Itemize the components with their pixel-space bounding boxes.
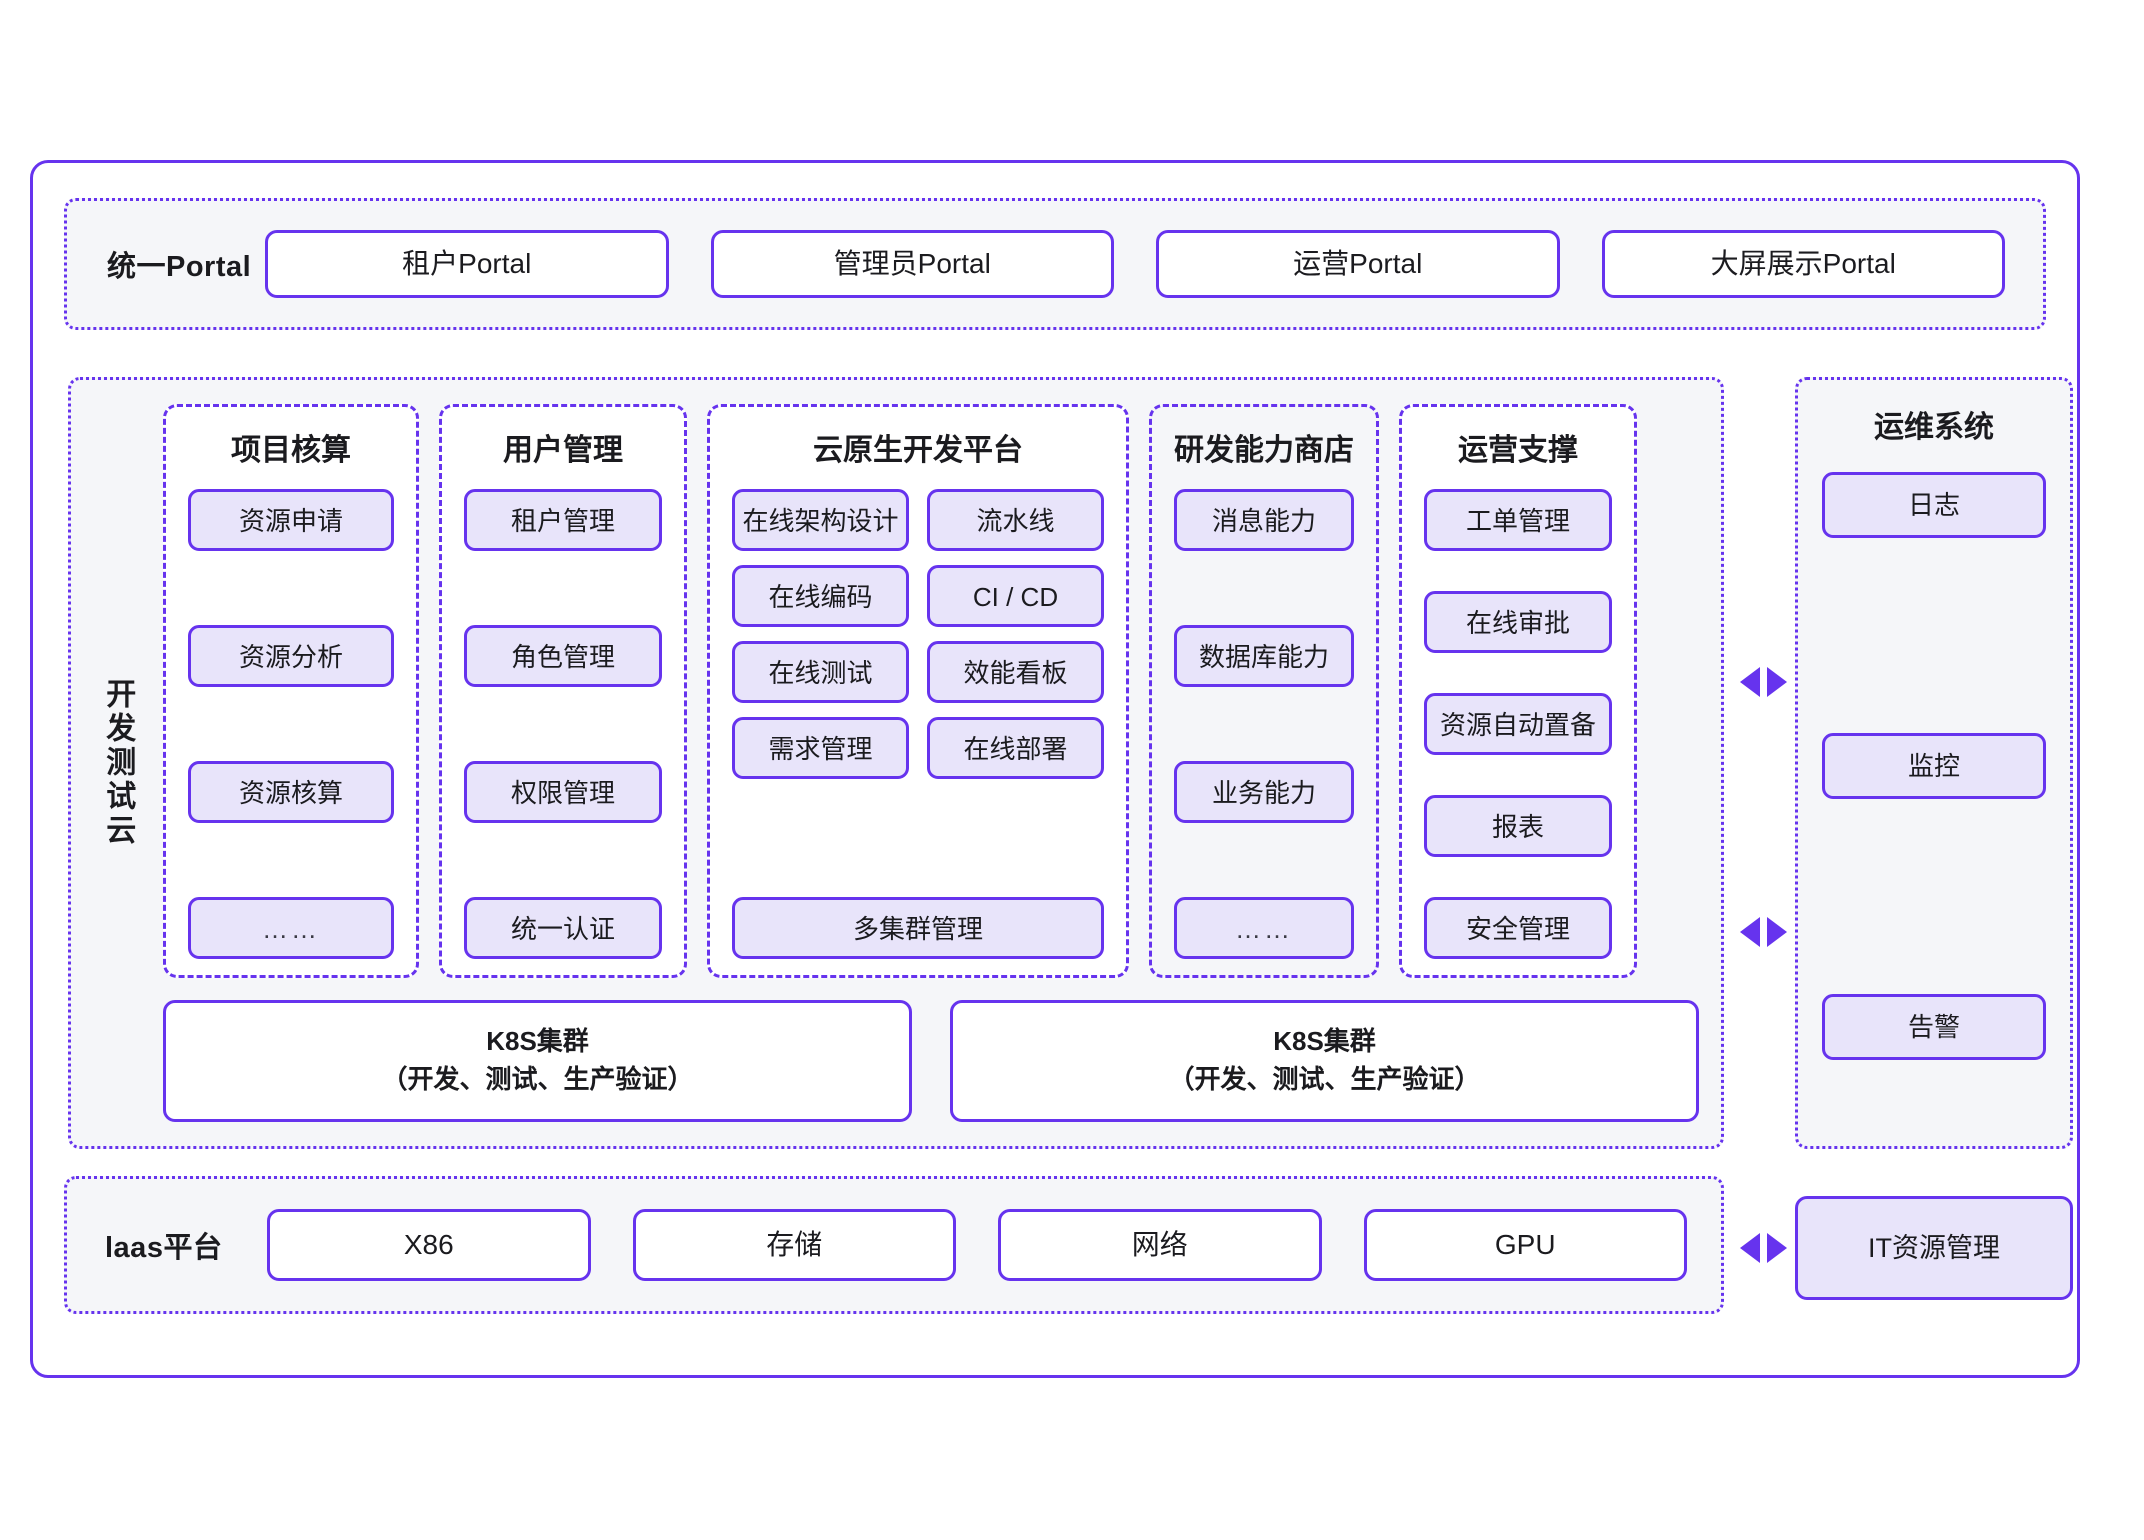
item-role-management[interactable]: 角色管理 [464,625,662,687]
portal-section-label: 统一Portal [107,251,252,283]
item-more-capability[interactable]: …… [1174,897,1354,959]
item-resource-analysis[interactable]: 资源分析 [188,625,394,687]
item-online-deployment[interactable]: 在线部署 [927,717,1104,779]
column-title: 运营支撑 [1458,434,1578,467]
item-business-capability[interactable]: 业务能力 [1174,761,1354,823]
devtest-cloud-section: 开发测试云 项目核算 资源申请 资源分析 资源核算 …… [68,377,1724,1149]
pill-pair: 在线架构设计 流水线 [732,489,1104,551]
item-log[interactable]: 日志 [1822,472,2046,538]
k8s-cluster-2-subtitle: （开发、测试、生产验证） [1168,1064,1481,1094]
iaas-gpu[interactable]: GPU [1363,1209,1687,1281]
item-auto-provisioning[interactable]: 资源自动置备 [1424,693,1612,755]
item-multi-cluster-management[interactable]: 多集群管理 [732,897,1104,959]
pill-pair: 在线测试 效能看板 [732,641,1104,703]
item-unified-auth[interactable]: 统一认证 [464,897,662,959]
item-more-accounting[interactable]: …… [188,897,394,959]
item-permission-management[interactable]: 权限管理 [464,761,662,823]
k8s-cluster-2[interactable]: K8S集群 （开发、测试、生产验证） [950,1000,1699,1122]
portal-tenant[interactable]: 租户Portal [265,230,669,298]
pill-pair: 在线编码 CI / CD [732,565,1104,627]
outer-frame [30,160,2080,1378]
iaas-section: laas平台 X86 存储 网络 GPU [64,1176,1724,1314]
bidirectional-arrow-icon [1740,1233,1787,1263]
item-monitor[interactable]: 监控 [1822,733,2046,799]
portal-button-list: 租户Portal 管理员Portal 运营Portal 大屏展示Portal [265,230,2043,298]
item-efficiency-dashboard[interactable]: 效能看板 [927,641,1104,703]
item-alarm[interactable]: 告警 [1822,994,2046,1060]
arrow-left-icon [1740,917,1760,947]
item-online-testing[interactable]: 在线测试 [732,641,909,703]
devtest-column-row: 项目核算 资源申请 资源分析 资源核算 …… 用户管理 租户管理 [163,404,1699,978]
k8s-cluster-1-title: K8S集群 [486,1026,589,1057]
item-online-approval[interactable]: 在线审批 [1424,591,1612,653]
arrow-right-icon [1767,917,1787,947]
item-pipeline[interactable]: 流水线 [927,489,1104,551]
column-user-management: 用户管理 租户管理 角色管理 权限管理 统一认证 [439,404,687,978]
item-report[interactable]: 报表 [1424,795,1612,857]
item-resource-accounting[interactable]: 资源核算 [188,761,394,823]
it-resource-management[interactable]: IT资源管理 [1795,1196,2073,1300]
portal-bigscreen[interactable]: 大屏展示Portal [1601,230,2005,298]
ops-system-section: 运维系统 日志 监控 告警 [1795,377,2073,1149]
item-tenant-management[interactable]: 租户管理 [464,489,662,551]
k8s-cluster-2-title: K8S集群 [1273,1026,1376,1057]
iaas-x86[interactable]: X86 [267,1209,591,1281]
column-project-accounting: 项目核算 资源申请 资源分析 资源核算 …… [163,404,419,978]
item-database-capability[interactable]: 数据库能力 [1174,625,1354,687]
arrow-left-icon [1740,667,1760,697]
bidirectional-arrow-icon [1740,917,1787,947]
ops-system-title: 运维系统 [1874,411,1994,444]
k8s-cluster-row: K8S集群 （开发、测试、生产验证） K8S集群 （开发、测试、生产验证） [163,1000,1699,1122]
arrow-left-icon [1740,1233,1760,1263]
k8s-cluster-1[interactable]: K8S集群 （开发、测试、生产验证） [163,1000,912,1122]
arrow-right-icon [1767,1233,1787,1263]
column-rd-capability-store: 研发能力商店 消息能力 数据库能力 业务能力 …… [1149,404,1379,978]
portal-section: 统一Portal 租户Portal 管理员Portal 运营Portal 大屏展… [64,198,2046,330]
iaas-section-label: laas平台 [105,1232,223,1264]
arrow-right-icon [1767,667,1787,697]
item-requirement-management[interactable]: 需求管理 [732,717,909,779]
item-online-architecture-design[interactable]: 在线架构设计 [732,489,909,551]
item-resource-apply[interactable]: 资源申请 [188,489,394,551]
iaas-network[interactable]: 网络 [998,1209,1322,1281]
pill-pair: 需求管理 在线部署 [732,717,1104,779]
devtest-cloud-label: 开发测试云 [101,678,135,848]
item-online-coding[interactable]: 在线编码 [732,565,909,627]
portal-admin[interactable]: 管理员Portal [710,230,1114,298]
column-title: 研发能力商店 [1174,434,1354,467]
item-ci-cd[interactable]: CI / CD [927,565,1104,627]
item-security-management[interactable]: 安全管理 [1424,897,1612,959]
column-title: 用户管理 [503,434,623,467]
column-title: 项目核算 [231,434,351,467]
portal-operations[interactable]: 运营Portal [1156,230,1560,298]
column-cloud-native-platform: 云原生开发平台 在线架构设计 流水线 在线编码 CI / CD [707,404,1129,978]
k8s-cluster-1-subtitle: （开发、测试、生产验证） [381,1064,694,1094]
item-message-capability[interactable]: 消息能力 [1174,489,1354,551]
iaas-resource-list: X86 存储 网络 GPU [267,1209,1721,1281]
column-operation-support: 运营支撑 工单管理 在线审批 资源自动置备 报表 安全管理 [1399,404,1637,978]
iaas-storage[interactable]: 存储 [632,1209,956,1281]
bidirectional-arrow-icon [1740,667,1787,697]
item-ticket-management[interactable]: 工单管理 [1424,489,1612,551]
column-title: 云原生开发平台 [813,434,1023,467]
